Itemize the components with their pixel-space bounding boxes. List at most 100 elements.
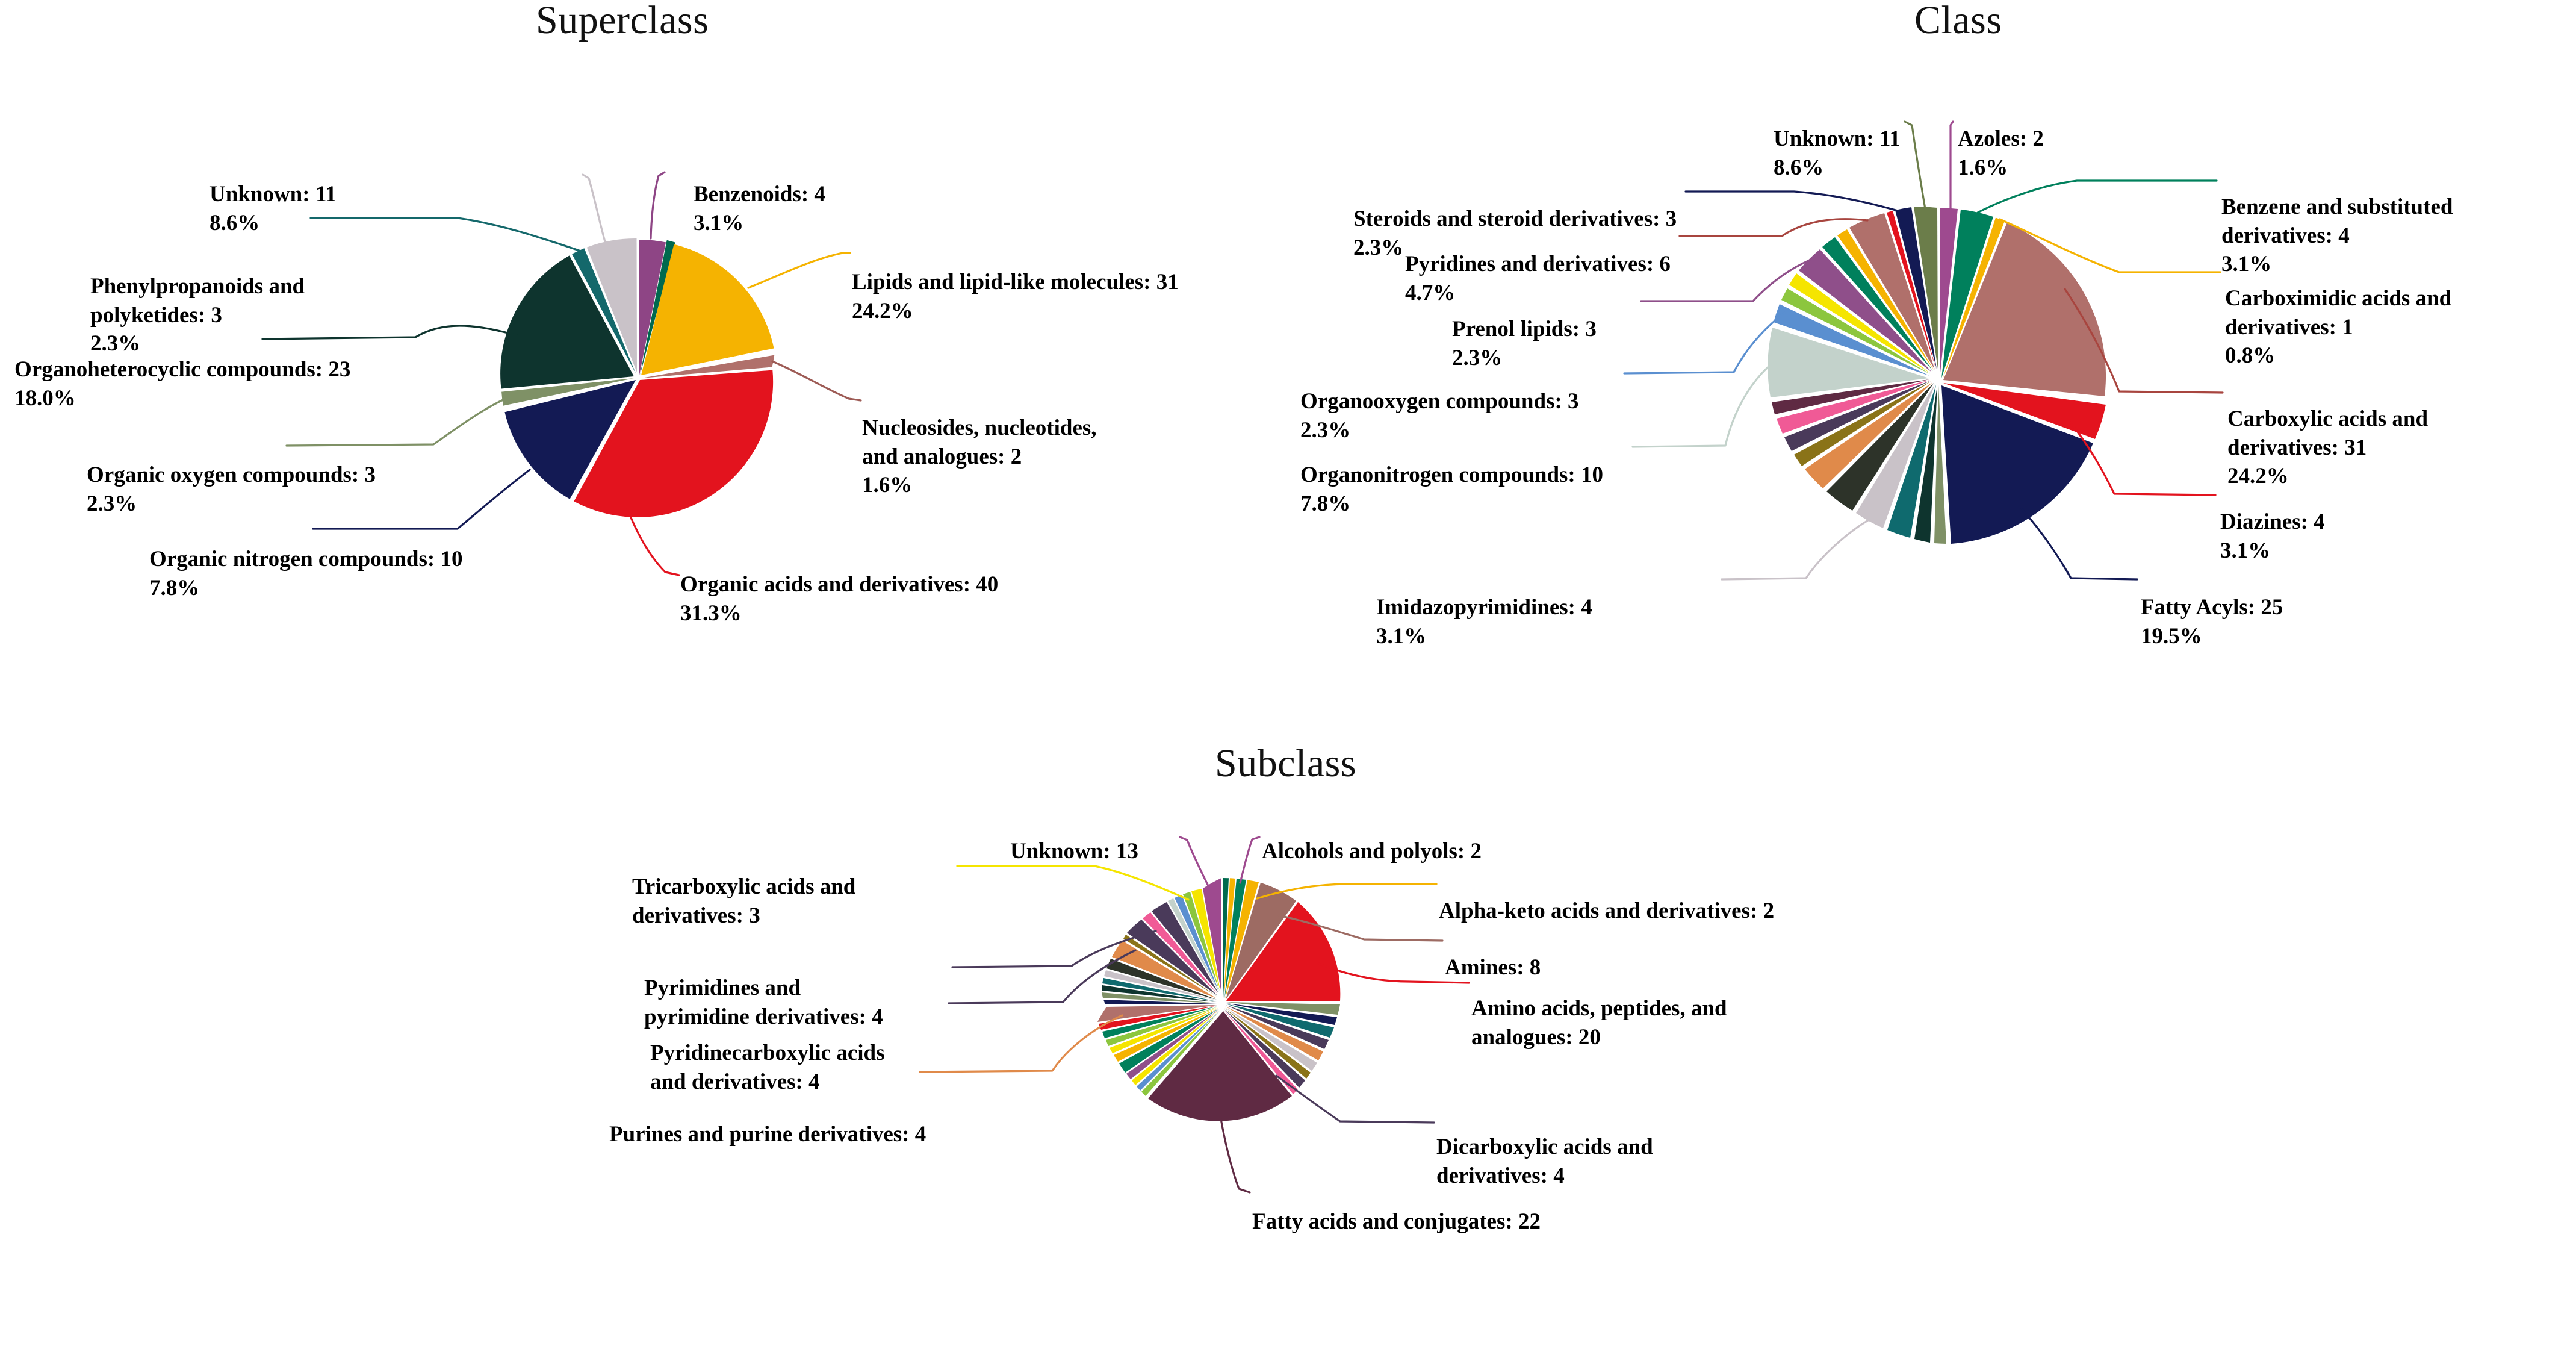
- slice-phenylpropanoids: [572, 248, 636, 373]
- class-pie: [1623, 120, 2224, 581]
- slice-olive-b: [1123, 935, 1217, 997]
- slice-navy-a: [1226, 1003, 1337, 1025]
- callout-superclass-benzenoids: Benzenoids: 4 3.1%: [694, 182, 825, 235]
- slice-orange-sliver: [1805, 382, 1932, 488]
- slice-purines: [1112, 941, 1217, 998]
- leader-prenol: [1640, 259, 1811, 302]
- callout-class-prenol-lipids: Prenol lipids: 3 2.3%: [1452, 317, 1597, 370]
- slice-organic-acids: [574, 370, 774, 517]
- slice-teal-b: [1102, 978, 1217, 1001]
- leader-fattyacyls: [2020, 508, 2138, 581]
- slice-red-sliver: [1887, 211, 1936, 369]
- slice-carboximidic: [1943, 217, 2005, 379]
- callout-class-pyridines: Pyridines and derivatives: 6 4.7%: [1405, 252, 1671, 305]
- leader-benzenoids: [650, 171, 666, 240]
- subclass-pie: [919, 836, 1470, 1194]
- slice-organoheterocyclic: [500, 255, 634, 389]
- leader-pyrimidines: [951, 930, 1157, 968]
- slice-lipids: [641, 244, 774, 375]
- slice-pink-a: [1224, 1010, 1298, 1094]
- class-title: Class: [1914, 0, 2002, 42]
- slice-darkslate-sliver: [1826, 383, 1934, 511]
- slice-slate-b: [1224, 1009, 1305, 1088]
- callout-subclass-alphaketo: Alpha-keto acids and derivatives: 2: [1439, 898, 1775, 924]
- slice-yellow-b: [1110, 1007, 1218, 1053]
- slice-yellow: [1789, 273, 1931, 373]
- slice-prenol-lipids: [1799, 249, 1932, 372]
- leader-unknown: [1904, 120, 1926, 210]
- leader-diazines: [2069, 420, 2217, 496]
- callout-superclass-organoheterocyclic: Organoheterocyclic compounds: 23 18.0%: [14, 357, 351, 411]
- slice-slate-sliver: [1784, 381, 1931, 451]
- callout-class-carboximidic: Carboximidic acids and derivatives: 1 0.…: [2225, 286, 2452, 369]
- slice-sage-b: [1102, 992, 1217, 1003]
- callout-subclass-purines: Purines and purine derivatives: 4: [609, 1122, 926, 1147]
- slice-sage-sliver: [1934, 385, 1946, 544]
- superclass-slices: [500, 238, 775, 517]
- callout-class-azoles: Azoles: 2 1.6%: [1958, 126, 2044, 180]
- callout-class-benzene: Benzene and substituted derivatives: 4 3…: [2221, 195, 2453, 277]
- leader-unknown: [582, 173, 607, 245]
- subclass-title: Subclass: [1215, 741, 1356, 785]
- slice-nucleosides: [641, 355, 775, 378]
- leader-azoles: [1949, 120, 1954, 211]
- leader-dicarboxylic: [1275, 1074, 1435, 1124]
- slice-purple-a: [1223, 878, 1229, 998]
- slice-red-a: [1099, 1006, 1217, 1030]
- slice-lime-a: [1141, 1011, 1220, 1096]
- slice-amino-acids: [1226, 902, 1341, 1001]
- slice-blue-a: [1137, 1011, 1220, 1091]
- slice-olive-sliver: [1794, 381, 1931, 466]
- slice-slate-a: [1226, 1005, 1329, 1049]
- slice-plum-sliver: [1772, 379, 1929, 414]
- superclass-title: Superclass: [536, 0, 709, 42]
- slice-organic-nitrogen: [504, 380, 636, 499]
- slice-sage-a: [1226, 1002, 1340, 1015]
- slice-lime-sliver: [1781, 288, 1930, 374]
- slice-benzenoids: [639, 240, 666, 375]
- slice-teal-a: [1226, 1004, 1334, 1038]
- slice-darkslate-a: [1106, 959, 1217, 1000]
- leader-organooxygen: [1623, 311, 1787, 375]
- slice-blue-b: [1175, 895, 1219, 992]
- slice-amber-a: [1224, 878, 1235, 998]
- callout-subclass-tricarboxylic: Tricarboxylic acids and derivatives: 3: [632, 874, 856, 928]
- slice-olive-a: [1224, 1008, 1311, 1079]
- leader-unknown: [1179, 836, 1211, 891]
- leader-fattyacids: [1220, 1118, 1251, 1194]
- callout-class-steroids: Steroids and steroid derivatives: 3 2.3%: [1353, 207, 1677, 260]
- subclass-leader-lines: [919, 836, 1470, 1194]
- leader-aminoacids: [1317, 962, 1470, 984]
- leader-pyridinecarboxylic: [948, 949, 1137, 1004]
- slice-amber-b: [1225, 880, 1259, 999]
- slice-darkgreen-sliver: [1914, 385, 1937, 543]
- leader-imidazopyrimidines: [1721, 519, 1869, 581]
- slice-green-c: [1102, 1006, 1217, 1038]
- class-slices: [1768, 207, 2106, 544]
- leader-organoheterocyclic: [261, 325, 523, 340]
- leader-organonitrogen: [1631, 360, 1776, 448]
- slice-unknown: [1203, 878, 1221, 990]
- subclass-slices: [1097, 878, 1341, 1121]
- slice-lime-c: [1183, 892, 1220, 991]
- leader-phenylpropanoids: [309, 217, 580, 252]
- callout-superclass-phenylpropanoids: Phenylpropanoids and polyketides: 3 2.3%: [90, 274, 305, 357]
- leader-tricarboxylic: [956, 865, 1190, 901]
- slice-pyrimidines: [1152, 902, 1218, 993]
- slice-darkgreen-a: [1102, 985, 1217, 1002]
- slice-diazines: [1943, 383, 2106, 439]
- leader-nucleosides: [771, 360, 862, 402]
- slice-teal2-sliver: [1822, 237, 1933, 371]
- callout-subclass-dicarboxylic: Dicarboxylic acids and derivatives: 4: [1436, 1135, 1653, 1188]
- callout-superclass-organic-oxygen: Organic oxygen compounds: 3 2.3%: [87, 462, 376, 516]
- superclass-panel: Superclass: [0, 0, 1264, 711]
- slice-purple-b: [1126, 1009, 1219, 1079]
- slice-organonitrogen: [1768, 328, 1929, 397]
- leader-carboximidic: [1999, 218, 2221, 273]
- slice-paleblue-a: [1168, 898, 1219, 992]
- callout-class-organooxygen: Organooxygen compounds: 3 2.3%: [1300, 389, 1579, 443]
- slice-pyridines: [1849, 213, 1935, 370]
- callout-class-organonitrogen: Organonitrogen compounds: 10 7.8%: [1300, 462, 1603, 516]
- callout-subclass-unknown: Unknown: 13: [1010, 839, 1138, 864]
- slice-steroids: [1895, 207, 1937, 369]
